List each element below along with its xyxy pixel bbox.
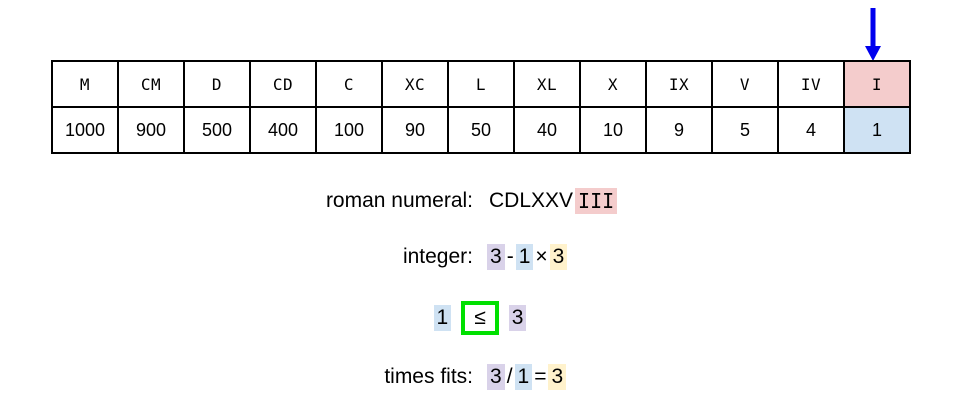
times-fits-equals-operator: = <box>534 365 547 388</box>
times-fits-denominator: 1 <box>514 364 533 390</box>
table-cell-value-cm: 900 <box>117 106 185 154</box>
roman-numeral-prefix: CDLXXV <box>489 189 574 212</box>
table-cell-symbol-cm: CM <box>117 60 185 108</box>
times-fits-slash-operator: / <box>506 365 513 388</box>
comparison-expression: 1 ≤ 3 <box>433 300 527 336</box>
table-cell-value-x: 10 <box>579 106 647 154</box>
table-cell-symbol-x: X <box>579 60 647 108</box>
table-cell-symbol-c: C <box>315 60 383 108</box>
integer-times-operator: × <box>535 245 548 268</box>
table-cell-symbol-xl: XL <box>513 60 581 108</box>
table-cell-symbol-iv: IV <box>777 60 845 108</box>
table-cell-symbol-xc: XC <box>381 60 449 108</box>
table-cell-value-d: 500 <box>183 106 251 154</box>
integer-unit-value: 1 <box>515 244 534 270</box>
table-cell-value-v: 5 <box>711 106 779 154</box>
table-cell-value-xc: 90 <box>381 106 449 154</box>
times-fits-line: times fits: 3/1=3 <box>0 362 960 392</box>
table-cell-symbol-l: L <box>447 60 515 108</box>
table-cell-symbol-ix: IX <box>645 60 713 108</box>
down-arrow-icon <box>865 8 881 61</box>
times-fits-expression: 3/1=3 <box>487 364 672 390</box>
roman-numeral-label: roman numeral: <box>325 189 473 212</box>
table-cell-value-xl: 40 <box>513 106 581 154</box>
integer-count: 3 <box>549 244 568 270</box>
table-cell-value-c: 100 <box>315 106 383 154</box>
table-cell-value-cd: 400 <box>249 106 317 154</box>
integer-minus-operator: - <box>506 245 514 268</box>
integer-total: 3 <box>487 244 505 270</box>
integer-line: integer: 3-1×3 <box>0 242 960 272</box>
table-cell-value-ix: 9 <box>645 106 713 154</box>
table-cell-value-iv: 4 <box>777 106 845 154</box>
times-fits-numerator: 3 <box>487 364 505 390</box>
comparison-line: 1 ≤ 3 <box>0 298 960 338</box>
comparison-operator-box: ≤ <box>461 300 499 336</box>
table-cell-symbol-i: I <box>843 60 911 108</box>
integer-label: integer: <box>402 245 473 268</box>
table-cell-value-i: 1 <box>843 106 911 154</box>
comparison-right-operand: 3 <box>508 304 527 331</box>
integer-expression: 3-1×3 <box>487 244 672 270</box>
roman-numeral-value-table: M CM D CD C XC L XL X IX V IV I 1000 900… <box>51 60 911 154</box>
table-cell-symbol-d: D <box>183 60 251 108</box>
comparison-left-operand: 1 <box>433 304 452 331</box>
table-row-values: 1000 900 500 400 100 90 50 40 10 9 5 4 1 <box>51 106 911 154</box>
roman-numeral-highlighted: III <box>575 188 618 214</box>
table-cell-value-l: 50 <box>447 106 515 154</box>
table-cell-value-m: 1000 <box>51 106 119 154</box>
table-cell-symbol-v: V <box>711 60 779 108</box>
table-cell-symbol-m: M <box>51 60 119 108</box>
times-fits-result: 3 <box>548 364 567 390</box>
table-row-symbols: M CM D CD C XC L XL X IX V IV I <box>51 60 911 108</box>
table-cell-symbol-cd: CD <box>249 60 317 108</box>
times-fits-label: times fits: <box>384 365 473 388</box>
